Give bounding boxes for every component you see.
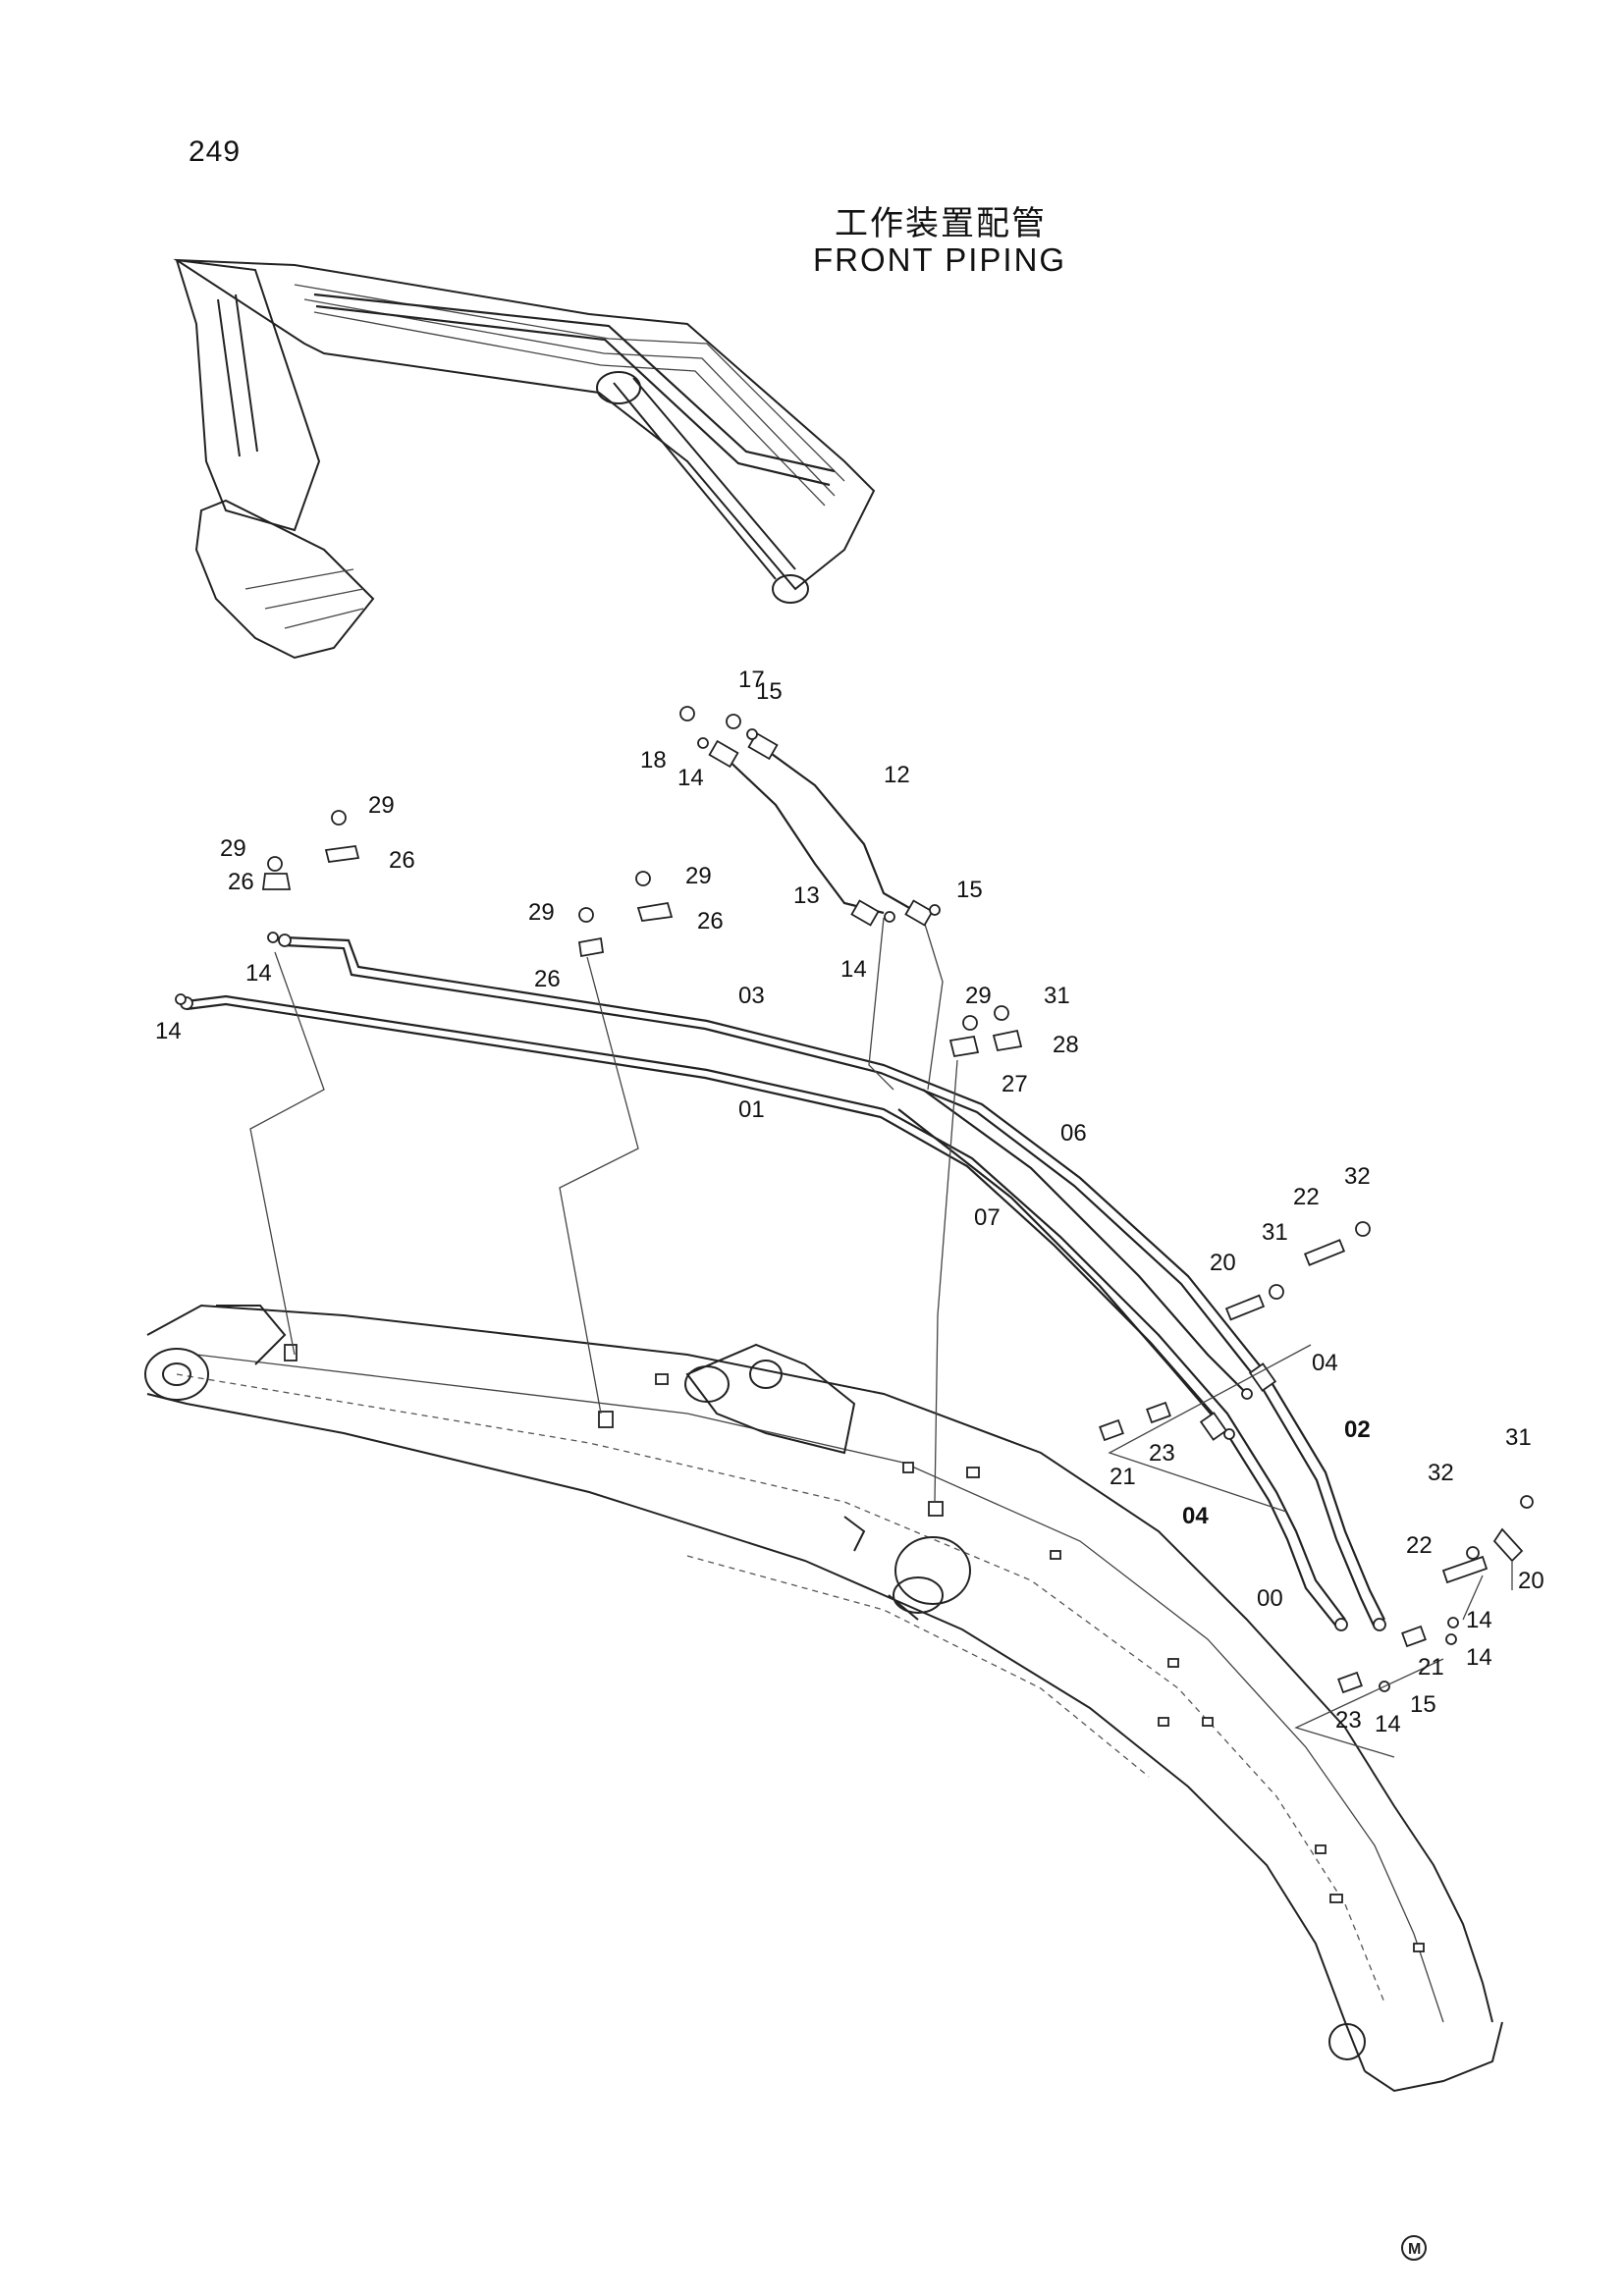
callout-15-right: 15: [1410, 1691, 1436, 1718]
page-title-en: FRONT PIPING: [813, 241, 1067, 278]
callout-13: 13: [793, 882, 820, 909]
callout-22-a: 22: [1293, 1184, 1320, 1210]
callout-21-a: 21: [1110, 1464, 1136, 1490]
callout-02: 02: [1344, 1416, 1371, 1443]
callout-31-a: 31: [1044, 983, 1070, 1009]
page-number: 249: [189, 135, 242, 168]
corner-mark-letter: M: [1408, 2241, 1421, 2258]
callout-04-a: 04: [1312, 1350, 1338, 1376]
callout-26-c: 26: [697, 908, 724, 934]
circled-m-mark: M: [1401, 2235, 1427, 2261]
front-piping-lines: [175, 706, 1459, 1692]
callout-23-b: 23: [1335, 1707, 1362, 1734]
callout-14-right-c: 14: [1375, 1711, 1401, 1737]
callout-20-b: 20: [1518, 1568, 1544, 1594]
callout-03: 03: [738, 983, 765, 1009]
callout-32-a: 32: [1344, 1163, 1371, 1190]
callout-31-b: 31: [1262, 1219, 1288, 1246]
callout-14-left-b: 14: [155, 1018, 182, 1044]
callout-29-b: 29: [220, 835, 246, 862]
callout-14-top: 14: [677, 765, 704, 791]
clamp-hardware: [249, 810, 1534, 1758]
callout-15-top: 15: [756, 678, 783, 705]
excavator-overview-illustration: [173, 258, 876, 660]
callout-14-right-a: 14: [1466, 1607, 1492, 1633]
callout-27: 27: [1001, 1071, 1028, 1097]
callout-01: 01: [738, 1096, 765, 1123]
callout-29-c: 29: [685, 863, 712, 889]
callout-20-a: 20: [1210, 1250, 1236, 1276]
callout-18: 18: [640, 747, 667, 774]
callout-14-left-a: 14: [245, 960, 272, 987]
callout-22-b: 22: [1406, 1532, 1433, 1559]
callout-labels: 17 15 18 14 12 13 15 14 29 26 29 26 29 2…: [155, 667, 1544, 1737]
callout-29-d: 29: [528, 899, 555, 926]
callout-29-a: 29: [368, 792, 395, 819]
callout-31-c: 31: [1505, 1424, 1532, 1451]
callout-23-a: 23: [1149, 1440, 1175, 1467]
boom-main-illustration: [144, 1304, 1503, 2093]
callout-00: 00: [1257, 1585, 1283, 1612]
callout-26-b: 26: [228, 869, 254, 895]
callout-28: 28: [1053, 1032, 1079, 1058]
callout-29-e: 29: [965, 983, 992, 1009]
callout-17: 17: [738, 667, 765, 693]
callout-21-b: 21: [1418, 1654, 1444, 1681]
page-title-cjk: 工作装置配管: [835, 204, 1047, 243]
callout-04-b: 04: [1182, 1503, 1209, 1529]
callout-15-mid: 15: [956, 877, 983, 903]
callout-32-b: 32: [1428, 1460, 1454, 1486]
callout-12: 12: [884, 762, 910, 788]
callout-14-right-b: 14: [1466, 1644, 1492, 1671]
callout-26-a: 26: [389, 847, 415, 874]
callout-14-mid: 14: [840, 956, 867, 983]
callout-06: 06: [1060, 1120, 1087, 1147]
callout-07: 07: [974, 1204, 1001, 1231]
callout-26-d: 26: [534, 966, 561, 992]
